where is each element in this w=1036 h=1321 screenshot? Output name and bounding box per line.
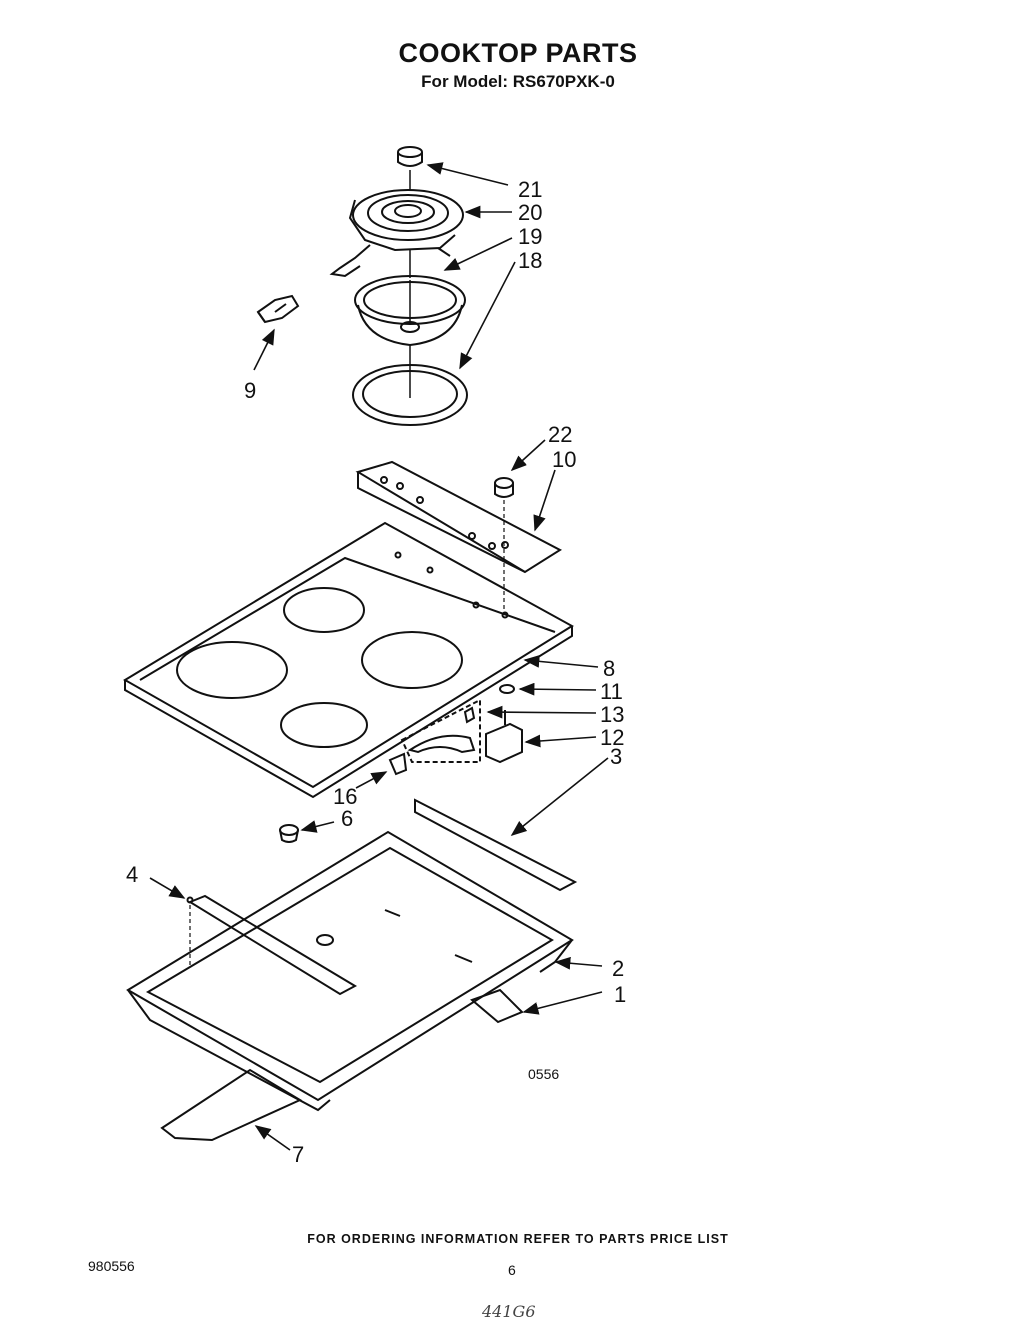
callout-2: 2 [612,956,624,981]
callout-10: 10 [552,447,576,472]
part-4-support-bar [186,894,358,996]
part-11-washer [499,684,515,694]
part-6-grommet [279,824,299,843]
part-8-cooktop [123,521,574,799]
callout-8: 8 [603,656,615,681]
part-1-channel [470,988,524,1024]
part-3-bracket [414,798,578,892]
part-20-surface-element [329,189,464,278]
callout-12: 12 [600,725,624,750]
callout-18: 18 [518,248,542,273]
part-9-receptacle [256,294,300,324]
part-13-switch-bracket [400,698,481,763]
callout-11: 11 [600,679,623,704]
part-12-infinite-switch [485,710,523,764]
callout-20: 20 [518,200,542,225]
part-16-indicator-light [388,752,408,776]
part-7-bottom-shield [160,1068,303,1142]
callout-21: 21 [518,177,542,202]
part-10-control-panel [355,460,563,574]
callout-6: 6 [341,806,353,831]
callout-13: 13 [600,702,624,727]
callout-3: 3 [610,744,622,769]
callout-7: 7 [292,1142,304,1167]
page-number: 6 [508,1262,516,1278]
callout-1: 1 [614,982,626,1007]
callout-4: 4 [126,862,138,887]
callout-16: 16 [333,784,357,809]
figure-code: 0556 [528,1066,560,1082]
document-number: 980556 [88,1258,135,1274]
ordering-note: FOR ORDERING INFORMATION REFER TO PARTS … [307,1232,729,1246]
model-subtitle: For Model: RS670PXK-0 [421,72,615,91]
part-2-burner-box [126,830,574,1112]
callout-22: 22 [548,422,572,447]
callout-19: 19 [518,224,542,249]
handwritten-note: 441G6 [482,1302,536,1321]
page-title: COOKTOP PARTS [398,38,638,68]
part-21-knob-cap [397,146,423,167]
callout-9: 9 [244,378,256,403]
part-22-control-knob [494,477,514,498]
